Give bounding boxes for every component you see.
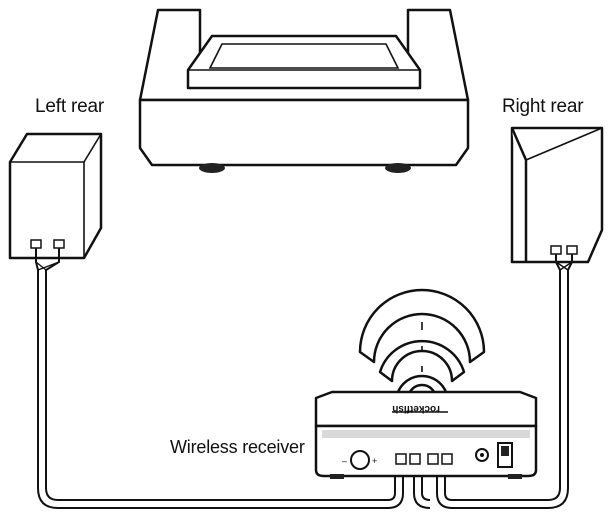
right-speaker-terminal-2	[567, 246, 577, 254]
left-rear-speaker	[10, 134, 101, 258]
volume-knob-icon	[351, 451, 369, 469]
receiver-terminal-4	[442, 454, 452, 464]
svg-text:–: –	[342, 456, 347, 466]
receiver-terminal-2	[410, 454, 420, 464]
right-rear-label: Right rear	[502, 96, 583, 118]
right-rear-speaker	[512, 128, 602, 262]
receiver-terminal-3	[428, 454, 438, 464]
subwoofer-unit	[140, 10, 468, 173]
wireless-receiver-label: Wireless receiver	[170, 437, 305, 458]
wireless-signal-icon	[360, 290, 484, 399]
right-speaker-terminal-1	[551, 246, 561, 254]
left-rear-label: Left rear	[35, 96, 104, 118]
left-speaker-terminal-1	[31, 240, 41, 248]
svg-text:+: +	[372, 456, 377, 466]
wireless-receiver-unit: rocketfish – +	[316, 392, 536, 479]
left-speaker-terminal-2	[54, 240, 64, 248]
receiver-terminal-1	[396, 454, 406, 464]
